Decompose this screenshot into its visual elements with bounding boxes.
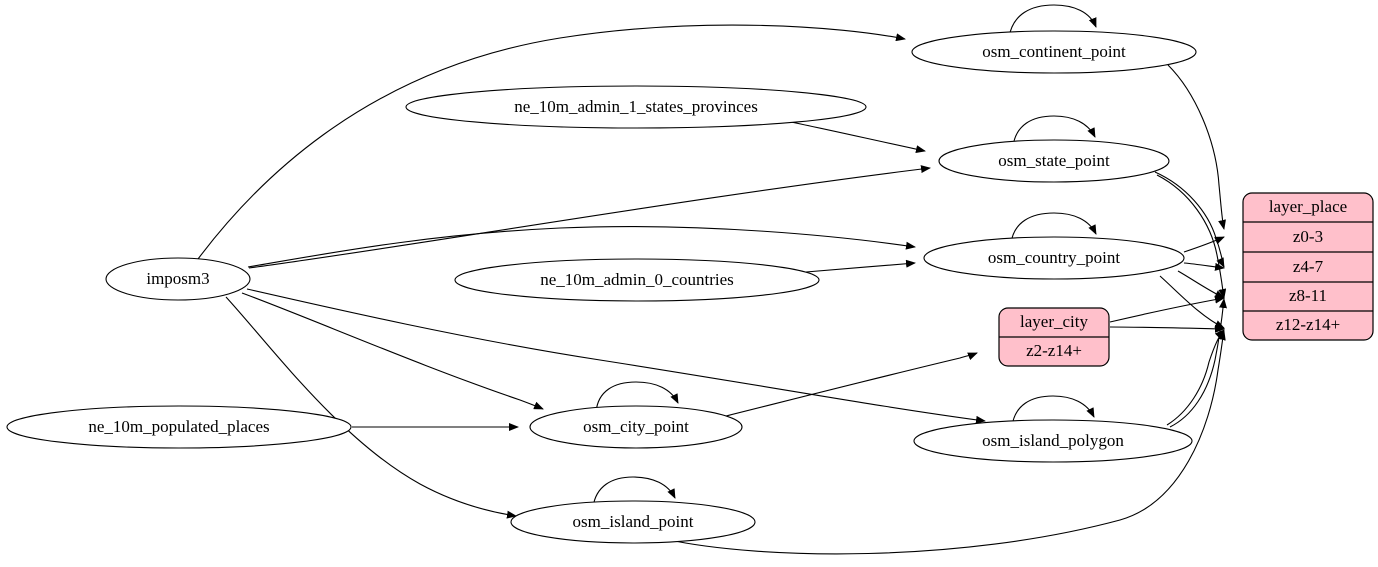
node-label-osm_island_point: osm_island_point	[573, 512, 694, 531]
edge-osm_country_point-to-layer_place-z0-3	[1183, 236, 1225, 253]
node-ne_10m_admin_0_countries[interactable]: ne_10m_admin_0_countries	[454, 258, 820, 302]
edge-ne_10m_admin_0_countries-to-osm_country_point	[805, 259, 916, 273]
node-label-ne_10m_populated_places: ne_10m_populated_places	[88, 417, 269, 436]
record-row-layer_place-z0-3[interactable]: z0-3	[1293, 227, 1323, 246]
edge-layer	[197, 4, 1227, 555]
edge-imposm3-to-osm_country_point	[247, 226, 916, 268]
edge-imposm3-to-osm_state_point	[248, 165, 931, 269]
edge-osm_country_point-to-layer_place-z12-z14	[1159, 275, 1225, 329]
edge-imposm3-to-osm_island_point	[225, 296, 517, 519]
edge-osm_country_point-to-layer_place-z8-11	[1177, 270, 1225, 299]
node-label-ne_10m_admin_0_countries: ne_10m_admin_0_countries	[540, 270, 734, 289]
node-label-osm_continent_point: osm_continent_point	[982, 42, 1126, 61]
node-osm_island_point[interactable]: osm_island_point	[510, 500, 756, 544]
node-label-ne_10m_admin_1_states_provinces: ne_10m_admin_1_states_provinces	[514, 97, 758, 116]
edge-layer_city-to-layer_place-z8-11	[1109, 295, 1225, 323]
edge-imposm3-to-osm_city_point	[241, 292, 544, 410]
node-osm_continent_point[interactable]: osm_continent_point	[911, 30, 1197, 74]
edge-imposm3-to-osm_island_polygon	[246, 288, 986, 424]
node-osm_city_point[interactable]: osm_city_point	[529, 405, 743, 449]
edge-osm_island_polygon-to-layer_place-z8-11	[1169, 298, 1227, 428]
edge-osm_country_point-to-layer_place-z4-7	[1183, 262, 1225, 271]
edge-ne_10m_admin_1_states_provinces-to-osm_state_point	[790, 121, 926, 154]
record-node-layer_city[interactable]: layer_city z2-z14+	[998, 307, 1110, 367]
record-row-layer_place-z4-7[interactable]: z4-7	[1293, 257, 1324, 276]
record-node-layer: layer_city z2-z14+ layer_place z0-3 z4-7…	[998, 192, 1374, 367]
node-layer: imposm3 ne_10m_populated_places ne_10m_a…	[6, 30, 1197, 544]
record-row-layer_place-z12-z14[interactable]: z12-z14+	[1276, 315, 1340, 334]
edge-osm_continent_point-to-layer_place-z0-3	[1167, 64, 1226, 230]
edge-imposm3-to-osm_continent_point	[197, 24, 906, 260]
node-imposm3[interactable]: imposm3	[105, 257, 251, 301]
edge-selfloop-osm_continent_point	[1008, 4, 1097, 38]
edge-selfloop-osm_state_point	[1012, 115, 1096, 147]
record-title-layer_place: layer_place	[1269, 197, 1347, 216]
node-osm_state_point[interactable]: osm_state_point	[938, 139, 1170, 183]
node-osm_island_polygon[interactable]: osm_island_polygon	[913, 419, 1193, 463]
edge-osm_city_point-to-layer_city-z2-z14	[725, 352, 978, 417]
edge-selfloop-osm_country_point	[1010, 212, 1097, 244]
node-label-osm_state_point: osm_state_point	[998, 151, 1110, 170]
edge-layer_city-to-layer_place-z12-z14	[1109, 324, 1225, 333]
edge-osm_island_polygon-to-layer_place-z12-z14	[1166, 329, 1225, 426]
node-label-osm_city_point: osm_city_point	[583, 417, 689, 436]
record-node-layer_place[interactable]: layer_place z0-3 z4-7 z8-11 z12-z14+	[1242, 192, 1374, 341]
node-label-osm_island_polygon: osm_island_polygon	[982, 431, 1124, 450]
node-label-osm_country_point: osm_country_point	[988, 248, 1120, 267]
node-osm_country_point[interactable]: osm_country_point	[923, 236, 1185, 280]
edge-osm_island_point-to-layer_place-z12-z14	[664, 330, 1226, 555]
node-ne_10m_admin_1_states_provinces[interactable]: ne_10m_admin_1_states_provinces	[405, 85, 867, 129]
edge-selfloop-osm_island_point	[592, 476, 676, 508]
node-label-imposm3: imposm3	[146, 269, 209, 288]
edge-osm_state_point-to-layer_place-z8-11	[1156, 174, 1227, 299]
edge-selfloop-osm_city_point	[595, 381, 679, 413]
record-title-layer_city: layer_city	[1020, 312, 1088, 331]
edge-selfloop-osm_island_polygon	[1011, 395, 1095, 427]
record-row-layer_place-z8-11[interactable]: z8-11	[1289, 286, 1327, 305]
node-ne_10m_populated_places[interactable]: ne_10m_populated_places	[6, 405, 352, 449]
record-row-layer_city-z2-z14[interactable]: z2-z14+	[1026, 341, 1082, 360]
